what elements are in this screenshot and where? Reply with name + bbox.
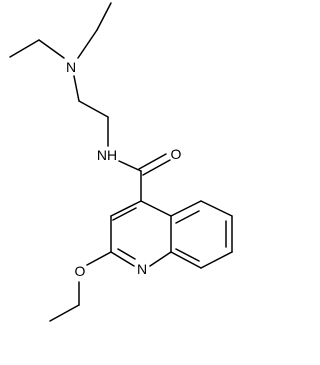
- bond-ch2-ch2: [78, 100, 109, 118]
- bond-ethyl-ch2-1: [38, 39, 65, 59]
- bond-c5-c6: [200, 200, 233, 217]
- bond-ethyl-ch3-1: [9, 39, 40, 58]
- bond-ethyl-ch3-2: [96, 2, 112, 31]
- molecule-structure: N NH O N O: [9, 2, 233, 322]
- carbonyl-oxygen-label: O: [171, 146, 182, 162]
- atom-labels: N NH O N O: [66, 59, 182, 279]
- bond-c2-o: [86, 251, 112, 266]
- bond-ethyl-ch2-2: [77, 29, 98, 59]
- ring-nitrogen-label: N: [137, 261, 147, 277]
- ether-oxygen-label: O: [75, 263, 86, 279]
- bond-c4a-c4: [140, 200, 172, 217]
- bond-carbonyl-double-a: [138, 153, 167, 170]
- bond-ch2-ch3: [49, 304, 80, 322]
- bond-c4a-c5-a: [170, 200, 202, 217]
- bond-nh-carbonyl: [118, 160, 142, 172]
- bond-c4-c3-a: [110, 200, 142, 217]
- bond-n1-c8a: [149, 251, 172, 267]
- amide-nh-label: NH: [97, 147, 117, 163]
- bond-c8-c8a-a: [170, 251, 202, 269]
- bond-c2-n1-a: [110, 251, 135, 267]
- bonds: [9, 2, 233, 322]
- bond-c8-c8a-b: [175, 248, 200, 262]
- bond-c4a-c5-b: [175, 210, 200, 224]
- bond-c4-c3-b: [112, 207, 137, 221]
- amine-nitrogen-label: N: [66, 59, 76, 75]
- bond-carbonyl-double-b: [142, 159, 171, 176]
- bond-n-ch2: [73, 75, 80, 102]
- bond-c2-n1-b: [117, 248, 136, 260]
- bond-c7-c8: [200, 251, 233, 269]
